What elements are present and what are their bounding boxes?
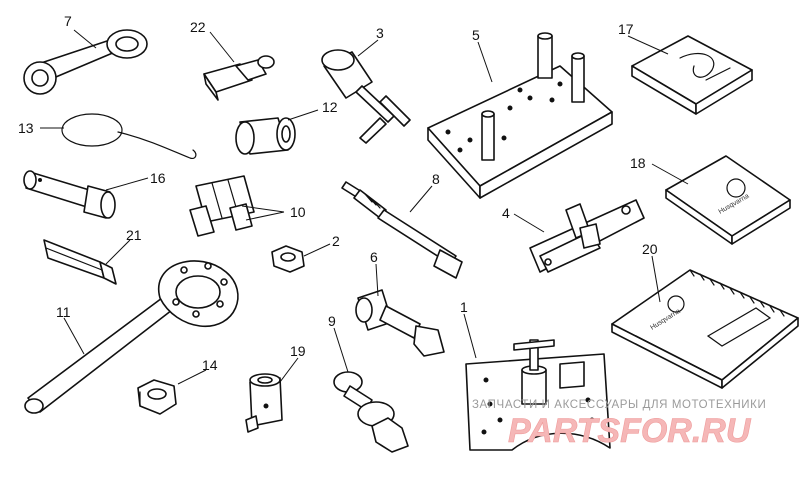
part-11-pin-spanner — [24, 260, 239, 414]
callout-13: 13 — [18, 120, 34, 136]
callout-5: 5 — [472, 27, 480, 43]
callout-4: 4 — [502, 205, 510, 221]
part-12-threaded-sleeve — [235, 117, 296, 155]
callout-11: 11 — [56, 304, 71, 320]
part-10-clamp-set — [189, 175, 255, 237]
part-16-box-wrench — [23, 170, 116, 219]
part-8-threaded-rod — [341, 181, 463, 279]
callout-10: 10 — [290, 204, 306, 220]
callout-22: 22 — [190, 19, 206, 35]
part-19-bushing — [245, 373, 283, 433]
callout-6: 6 — [370, 249, 378, 265]
callout-20: 20 — [642, 241, 658, 257]
part-9-puller-bolt — [333, 371, 409, 453]
callout-16: 16 — [150, 170, 166, 186]
part-2-nut — [271, 245, 305, 273]
part-1-stand-plate — [465, 339, 611, 451]
callout-3: 3 — [376, 25, 384, 41]
watermark: ЗАПЧАСТИ И АКСЕССУАРЫ ДЛЯ МОТОТЕХНИКИ PA… — [472, 399, 766, 450]
callout-7: 7 — [64, 13, 72, 29]
leader-lines — [40, 29, 689, 385]
callout-21: 21 — [126, 227, 142, 243]
callout-12: 12 — [322, 99, 338, 115]
watermark-caption: ЗАПЧАСТИ И АКСЕССУАРЫ ДЛЯ МОТОТЕХНИКИ — [472, 399, 766, 411]
part-20-spiral-manual: Husqvarna — [611, 269, 799, 389]
callout-18: 18 — [630, 155, 646, 171]
part-4-bracket — [529, 199, 645, 273]
part-18-manual: Husqvarna — [665, 155, 791, 245]
callout-17: 17 — [618, 21, 634, 37]
watermark-logo: PARTSFOR.RU — [508, 412, 752, 450]
callout-numbers: 7 22 3 5 17 12 13 16 10 8 18 4 21 2 6 20… — [18, 13, 658, 373]
part-6-bolt — [355, 289, 445, 357]
callout-14: 14 — [202, 357, 218, 373]
callout-8: 8 — [432, 171, 440, 187]
callout-9: 9 — [328, 313, 336, 329]
part-21-hex-bar — [43, 239, 117, 285]
part-13-wire-loop — [61, 113, 197, 159]
part-3-t-handle-puller — [321, 49, 411, 144]
callout-1: 1 — [460, 299, 468, 315]
part-7-ring-spanner — [23, 29, 148, 95]
part-17-booklet — [631, 35, 753, 115]
part-14-hex-nut — [137, 379, 177, 415]
part-22-key-tag — [203, 55, 275, 101]
part-5-base-plate — [427, 32, 613, 199]
callout-2: 2 — [332, 233, 340, 249]
callout-19: 19 — [290, 343, 306, 359]
